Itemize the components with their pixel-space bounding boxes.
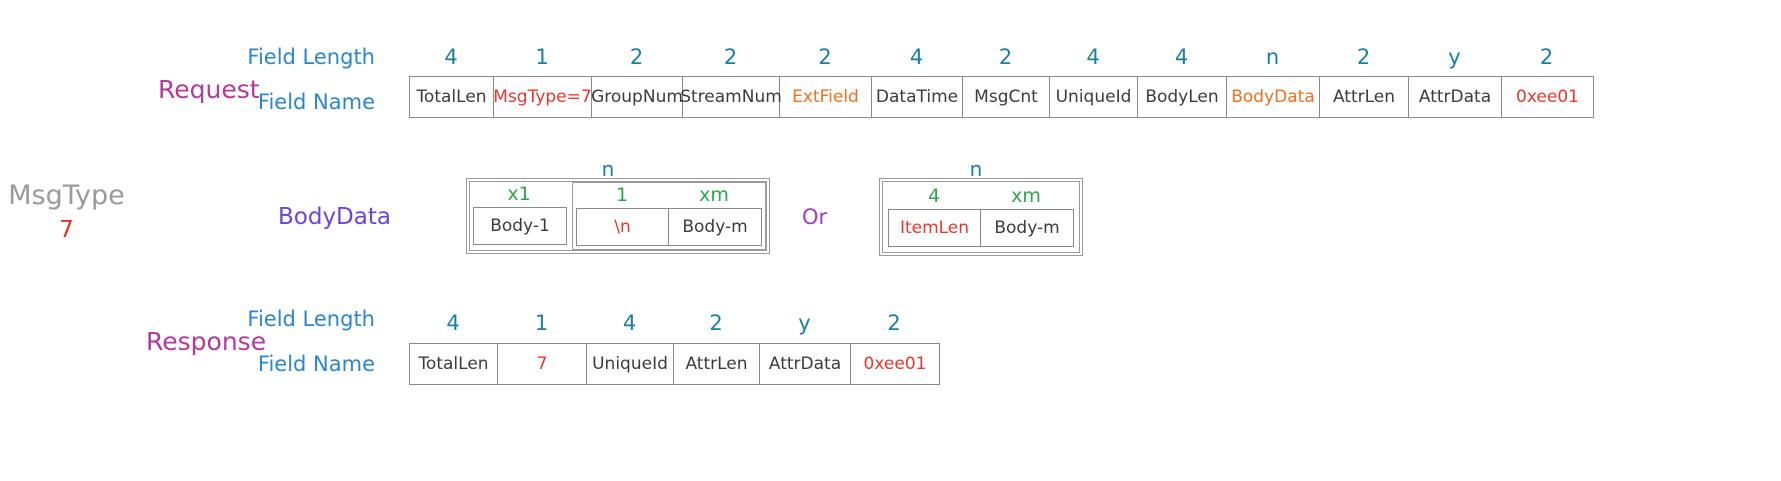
request-field-name-label: Field Name: [257, 90, 375, 114]
bodydata-variant-b-cell-1: Body-m: [994, 218, 1060, 238]
response-length-0: 4: [446, 311, 460, 335]
request-field-6: MsgCnt: [963, 77, 1050, 117]
request-section-label: Request: [158, 75, 260, 104]
request-length-11: y: [1448, 45, 1461, 69]
request-length-4: 2: [818, 45, 832, 69]
request-length-10: 2: [1356, 45, 1371, 69]
request-field-length-label: Field Length: [247, 45, 375, 69]
response-field-length-label: Field Length: [247, 307, 375, 331]
request-field-0: TotalLen: [410, 77, 494, 117]
request-field-11: AttrData: [1409, 77, 1502, 117]
response-length-strip: 4 1 4 2 y 2: [409, 311, 938, 335]
response-length-2: 4: [622, 311, 637, 335]
response-field-name-label: Field Name: [257, 352, 375, 376]
bodydata-variant-a-group-1-cells: \n Body-m: [576, 208, 762, 246]
request-length-12: 2: [1539, 45, 1554, 69]
request-length-1: 1: [535, 45, 549, 69]
response-section-label: Response: [146, 327, 267, 356]
response-field-2: UniqueId: [587, 344, 674, 384]
request-length-8: 4: [1174, 45, 1189, 69]
request-field-4: ExtField: [780, 77, 872, 117]
request-length-5: 4: [909, 45, 924, 69]
request-field-7: UniqueId: [1050, 77, 1138, 117]
request-length-2: 2: [629, 45, 644, 69]
bodydata-variant-b-cell-0: ItemLen: [889, 210, 981, 246]
request-length-3: 2: [723, 45, 738, 69]
request-length-7: 4: [1086, 45, 1100, 69]
bodydata-variant-b-multiplier-1: xm: [1011, 185, 1041, 207]
msgtype-panel: MsgType 7: [0, 180, 133, 243]
bodydata-variant-a-group-1-cell-1: Body-m: [682, 217, 748, 237]
bodydata-variant-a-group-1-multiplier-1: xm: [699, 184, 729, 206]
response-field-5: 0xee01: [863, 354, 927, 374]
bodydata-variant-a-group-0-multiplier-0: x1: [507, 183, 531, 205]
request-length-strip: 4 1 2 2 2 4 2 4 4 n 2 y 2: [409, 45, 1592, 69]
request-field-5: DataTime: [872, 77, 963, 117]
request-field-9: BodyData: [1227, 77, 1320, 117]
bodydata-variant-b-multipliers: 4 xm: [888, 185, 1074, 209]
bodydata-variant-b-multiplier-0: 4: [927, 185, 941, 207]
bodydata-variant-a-group-1-multipliers: 1 xm: [576, 184, 762, 208]
msgtype-value: 7: [59, 217, 74, 243]
msgtype-title: MsgType: [8, 180, 125, 211]
bodydata-variant-a-group-0-multipliers: x1: [473, 183, 567, 207]
request-field-12: 0xee01: [1516, 87, 1579, 107]
response-field-4: AttrData: [760, 344, 851, 384]
request-length-6: 2: [998, 45, 1013, 69]
request-field-2: GroupNum: [591, 77, 683, 117]
bodydata-variant-a-group-0-cells: Body-1: [473, 207, 567, 245]
bodydata-variant-a-span-label: n: [601, 157, 615, 181]
bodydata-variant-a-group-0-cell-0: Body-1: [490, 216, 550, 236]
bodydata-variant-a-group-1: 1 xm \n Body-m: [572, 182, 766, 250]
response-length-1: 1: [534, 311, 549, 335]
response-length-4: y: [798, 311, 811, 335]
bodydata-variant-b-cells: ItemLen Body-m: [888, 209, 1074, 247]
request-length-9: n: [1265, 45, 1280, 69]
bodydata-label: BodyData: [278, 204, 391, 230]
response-field-3: AttrLen: [674, 344, 760, 384]
request-field-10: AttrLen: [1320, 77, 1409, 117]
response-length-5: 2: [887, 311, 901, 335]
request-field-1: MsgType=7: [493, 77, 592, 117]
request-field-3: StreamNum: [680, 77, 782, 117]
request-field-8: BodyLen: [1138, 77, 1227, 117]
bodydata-variant-a-group-1-multiplier-0: 1: [615, 184, 629, 206]
bodydata-variant-b-span-label: n: [969, 157, 983, 181]
request-length-0: 4: [444, 45, 458, 69]
bodydata-or-label: Or: [802, 205, 828, 229]
response-field-1: 7: [498, 344, 587, 384]
bodydata-variant-a-group-1-cell-0: \n: [577, 209, 669, 245]
response-length-3: 2: [709, 311, 723, 335]
response-field-0: TotalLen: [410, 344, 498, 384]
